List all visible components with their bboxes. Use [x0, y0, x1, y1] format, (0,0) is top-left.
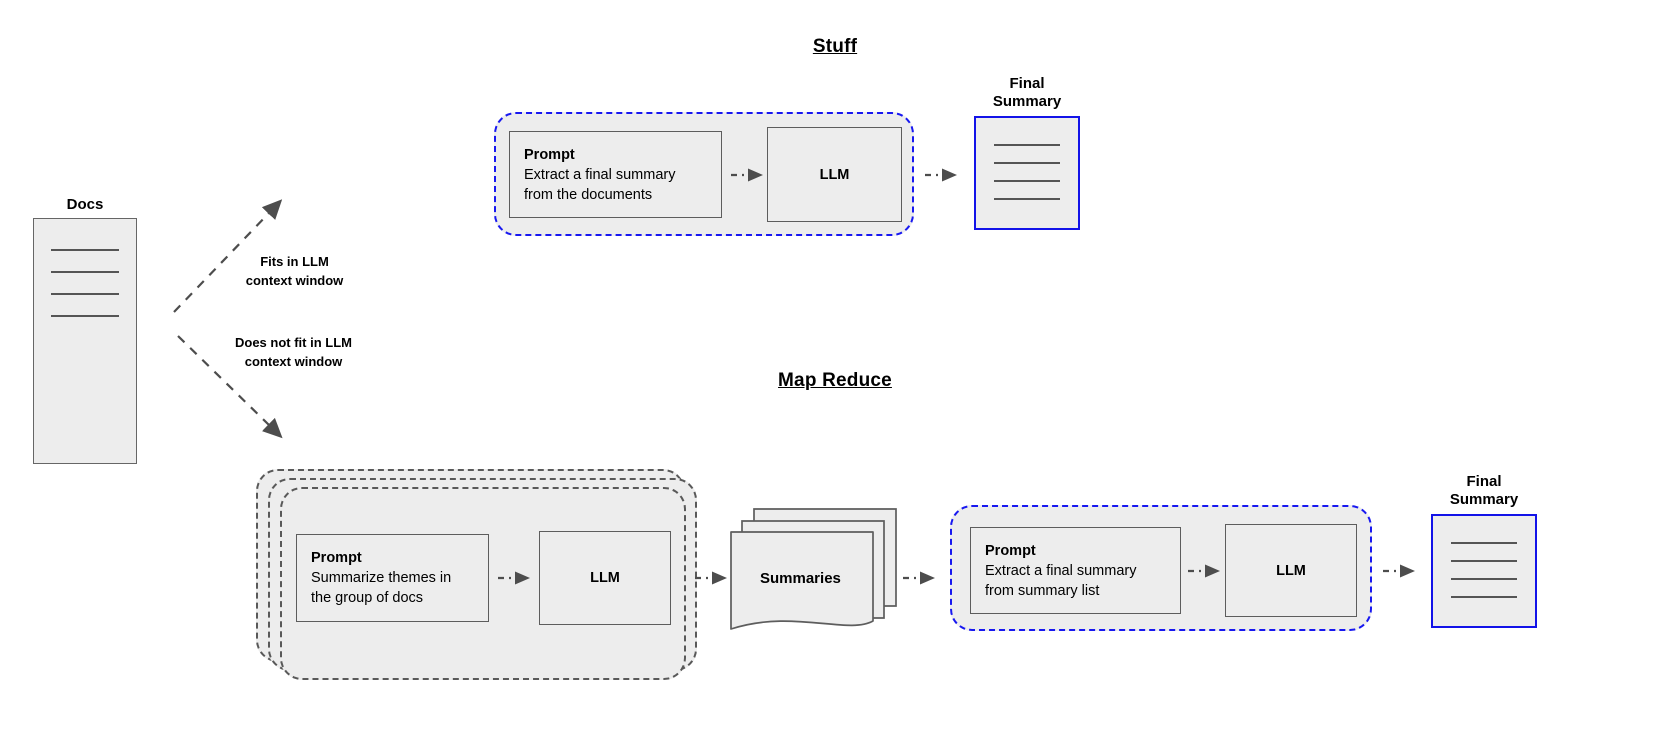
reduce-final-summary-box — [1431, 514, 1537, 628]
reduce-arrow-to-final-summary — [1383, 564, 1415, 578]
summaries-stack — [730, 508, 897, 630]
edge-label-fits-line2: context window — [245, 273, 344, 288]
summary-line — [1451, 560, 1517, 562]
stuff-final-summary-lines — [976, 144, 1078, 200]
stuff-prompt-line1: Extract a final summary — [524, 166, 676, 183]
map-arrow-to-summaries — [695, 571, 727, 585]
stuff-prompt-heading: Prompt — [524, 146, 575, 163]
stuff-final-summary-label-line1: Final — [1009, 75, 1045, 92]
stuff-final-summary-label: Final Summary — [963, 75, 1091, 111]
docs-label: Docs — [66, 196, 104, 213]
summary-line — [994, 180, 1060, 182]
stuff-arrow-to-final-summary — [925, 168, 957, 182]
map-arrow-prompt-to-llm — [498, 571, 530, 585]
reduce-prompt-heading: Prompt — [985, 542, 1036, 559]
reduce-final-summary-lines — [1433, 542, 1535, 598]
stuff-llm-box: LLM — [767, 127, 902, 222]
docs-line — [51, 315, 119, 317]
stuff-final-summary-box — [974, 116, 1080, 230]
map-llm-label: LLM — [590, 570, 620, 586]
stuff-prompt-box: Prompt Extract a final summary from the … — [509, 131, 722, 218]
map-prompt-line2: the group of docs — [311, 590, 424, 606]
docs-lines — [34, 249, 136, 317]
summary-line — [994, 162, 1060, 164]
edge-label-not-fits-line1: Does not fit in LLM — [235, 335, 352, 350]
docs-line — [51, 293, 119, 295]
summary-line — [1451, 596, 1517, 598]
docs-line — [51, 271, 119, 273]
reduce-llm-label: LLM — [1276, 562, 1306, 579]
summary-line — [1451, 578, 1517, 580]
reduce-final-summary-label-line2: Summary — [1449, 491, 1519, 508]
map-prompt-box: Prompt Summarize themes in the group of … — [296, 534, 489, 622]
stuff-prompt-line2: from the documents — [524, 186, 653, 203]
summaries-label: Summaries — [760, 570, 841, 587]
docs-box — [33, 218, 137, 464]
reduce-final-summary-label: Final Summary — [1420, 473, 1548, 509]
edge-label-not-fits: Does not fit in LLM context window — [186, 333, 401, 371]
summary-line — [994, 144, 1060, 146]
reduce-prompt-line1: Extract a final summary — [985, 562, 1137, 579]
reduce-llm-box: LLM — [1225, 524, 1357, 617]
edge-fits-arrow — [173, 199, 283, 313]
edge-label-fits: Fits in LLM context window — [198, 252, 391, 290]
map-llm-box: LLM — [539, 531, 671, 625]
reduce-prompt-box: Prompt Extract a final summary from summ… — [970, 527, 1181, 614]
reduce-arrow-prompt-to-llm — [1188, 564, 1220, 578]
summaries-arrow-to-reduce — [903, 571, 935, 585]
stuff-llm-label: LLM — [819, 166, 850, 183]
summary-line — [994, 198, 1060, 200]
stuff-final-summary-label-line2: Summary — [992, 93, 1062, 110]
edge-not-fits-arrow — [177, 335, 283, 439]
stuff-arrow-prompt-to-llm — [731, 168, 763, 182]
reduce-prompt-line2: from summary list — [985, 582, 1100, 599]
map-prompt-heading: Prompt — [311, 550, 362, 566]
section-title-map-reduce: Map Reduce — [778, 370, 892, 391]
section-title-stuff: Stuff — [812, 36, 858, 57]
edge-label-fits-line1: Fits in LLM — [260, 254, 329, 269]
map-prompt-line1: Summarize themes in — [311, 570, 452, 586]
summary-line — [1451, 542, 1517, 544]
reduce-final-summary-label-line1: Final — [1466, 473, 1502, 490]
edge-label-not-fits-line2: context window — [244, 354, 343, 369]
docs-line — [51, 249, 119, 251]
